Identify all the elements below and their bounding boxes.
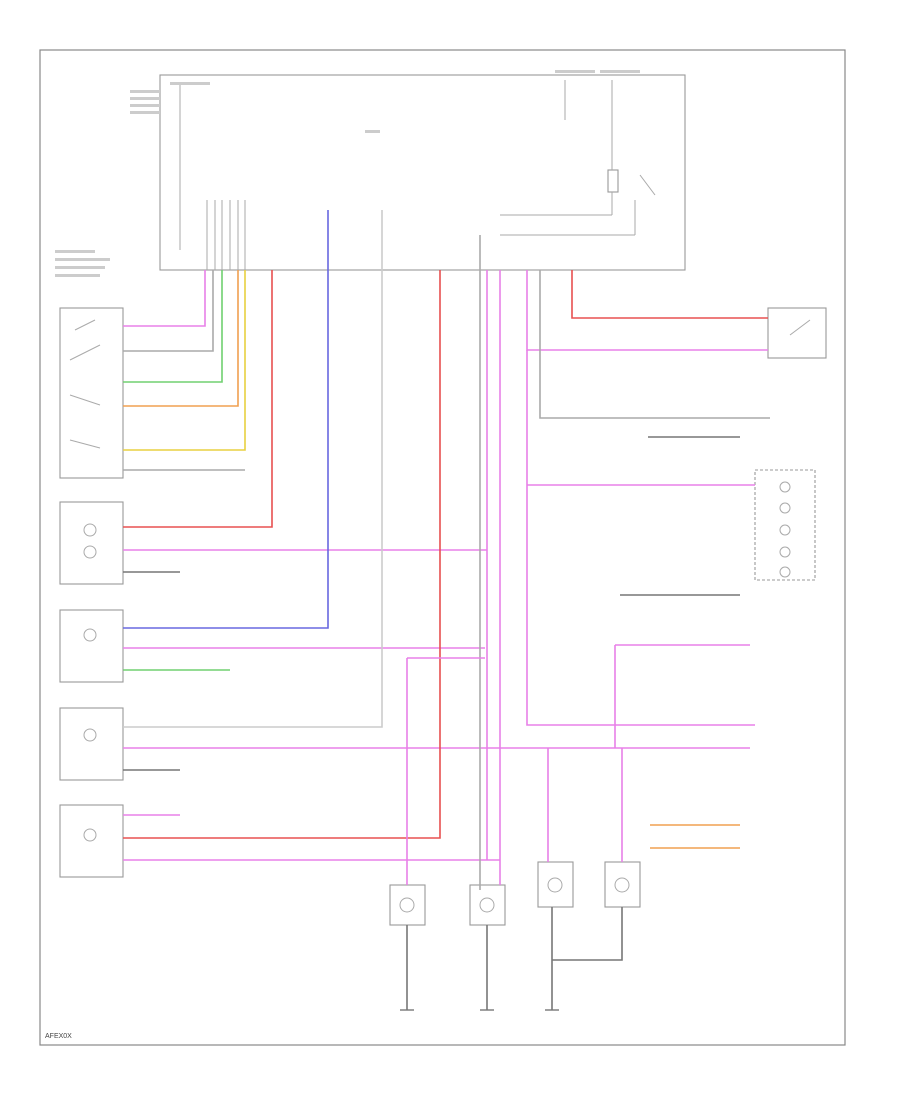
rh-license-lamp [604, 861, 641, 908]
diagram-reference-code: AFEX0X [45, 1033, 72, 1040]
module-connector-pins [206, 200, 246, 270]
dash-light-switch [754, 469, 816, 581]
lh-rear-lamp [389, 884, 426, 926]
rh-headlamp [59, 501, 124, 585]
rh-rear-lamp [469, 884, 506, 926]
lh-front-turn-lamp [59, 707, 124, 781]
wire-pink-brake [526, 270, 768, 351]
wire-gray-brake [539, 270, 770, 419]
lh-headlamp [59, 804, 124, 878]
headlamp-switch [55, 250, 124, 479]
wire-pink-right [614, 644, 750, 748]
rh-front-turn-lamp [59, 609, 124, 683]
wire-red-2 [123, 270, 441, 839]
wire-gray-3 [123, 210, 383, 728]
lh-license-lamp [537, 861, 574, 908]
wire-pink-1 [123, 270, 206, 327]
wire-pink-dash [526, 350, 755, 726]
wire-green [123, 270, 223, 383]
lamp-control-module [130, 70, 686, 271]
wire-yellow [123, 270, 246, 451]
diagram-frame [39, 49, 846, 1046]
wire-orange [123, 270, 239, 407]
wire-red-1 [123, 270, 273, 528]
wire-red-brake [571, 270, 768, 319]
wire-gray-1 [123, 270, 214, 352]
wire-ground-license [551, 907, 623, 1010]
brake-pedal-switch [767, 307, 827, 359]
wire-pink-license [547, 748, 623, 862]
wire-pink-drop-lh [406, 657, 485, 885]
wire-blue [123, 210, 329, 629]
